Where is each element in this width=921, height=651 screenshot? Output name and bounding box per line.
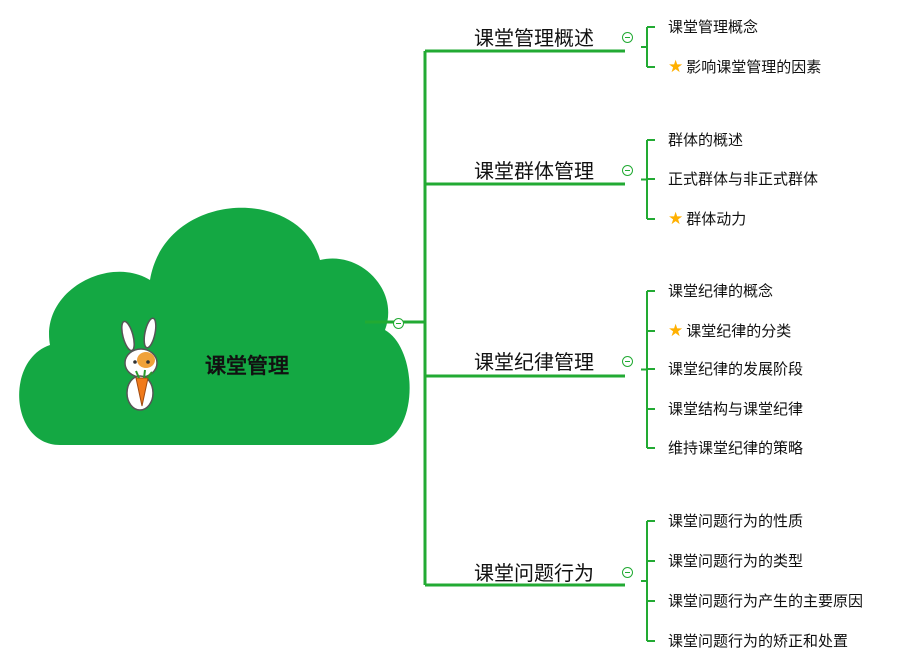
leaf-topic[interactable]: ★群体动力 [668,208,746,229]
leaf-label: 课堂问题行为的矫正和处置 [668,632,849,650]
branch-collapse-icon[interactable] [622,165,633,176]
leaf-label: 维持课堂纪律的策略 [668,439,804,457]
leaf-topic[interactable]: 维持课堂纪律的策略 [668,437,803,458]
leaf-topic[interactable]: 课堂问题行为产生的主要原因 [668,590,863,611]
leaf-label: 正式群体与非正式群体 [668,170,819,188]
leaf-label: 课堂问题行为的性质 [668,512,804,530]
branch-topic-3[interactable]: 课堂纪律管理 [474,350,594,374]
central-topic-title[interactable]: 课堂管理 [205,354,289,378]
branch-collapse-icon[interactable] [622,32,633,43]
branch-collapse-icon[interactable] [622,567,633,578]
leaf-label: 群体动力 [686,210,747,228]
leaf-label: 课堂纪律的分类 [686,322,792,340]
leaf-label: 群体的概述 [668,131,744,149]
leaf-label: 课堂问题行为的类型 [668,552,804,570]
leaf-topic[interactable]: 课堂结构与课堂纪律 [668,398,803,419]
leaf-topic[interactable]: ★课堂纪律的分类 [668,320,791,341]
leaf-topic[interactable]: 课堂问题行为的类型 [668,550,803,571]
star-icon: ★ [668,57,684,77]
leaf-topic[interactable]: 正式群体与非正式群体 [668,168,818,189]
leaf-label: 影响课堂管理的因素 [686,58,822,76]
star-icon: ★ [668,209,684,229]
branch-topic-1[interactable]: 课堂管理概述 [474,26,594,50]
branch-topic-4[interactable]: 课堂问题行为 [474,561,594,585]
rabbit-with-carrot-icon [121,317,158,411]
leaf-label: 课堂纪律的概念 [668,282,774,300]
leaf-topic[interactable]: 课堂纪律的发展阶段 [668,358,803,379]
leaf-topic[interactable]: ★影响课堂管理的因素 [668,56,821,77]
leaf-topic[interactable]: 课堂问题行为的矫正和处置 [668,630,848,651]
leaf-label: 课堂问题行为产生的主要原因 [668,592,864,610]
leaf-topic[interactable]: 课堂纪律的概念 [668,280,773,301]
leaf-label: 课堂纪律的发展阶段 [668,360,804,378]
central-cloud[interactable] [19,207,410,445]
center-collapse-icon[interactable] [393,318,404,329]
branch-topic-2[interactable]: 课堂群体管理 [474,159,594,183]
leaf-topic[interactable]: 课堂问题行为的性质 [668,510,803,531]
leaf-label: 课堂管理概念 [668,18,759,36]
branch-collapse-icon[interactable] [622,356,633,367]
leaf-topic[interactable]: 课堂管理概念 [668,16,758,37]
leaf-label: 课堂结构与课堂纪律 [668,400,804,418]
leaf-topic[interactable]: 群体的概述 [668,129,743,150]
star-icon: ★ [668,321,684,341]
